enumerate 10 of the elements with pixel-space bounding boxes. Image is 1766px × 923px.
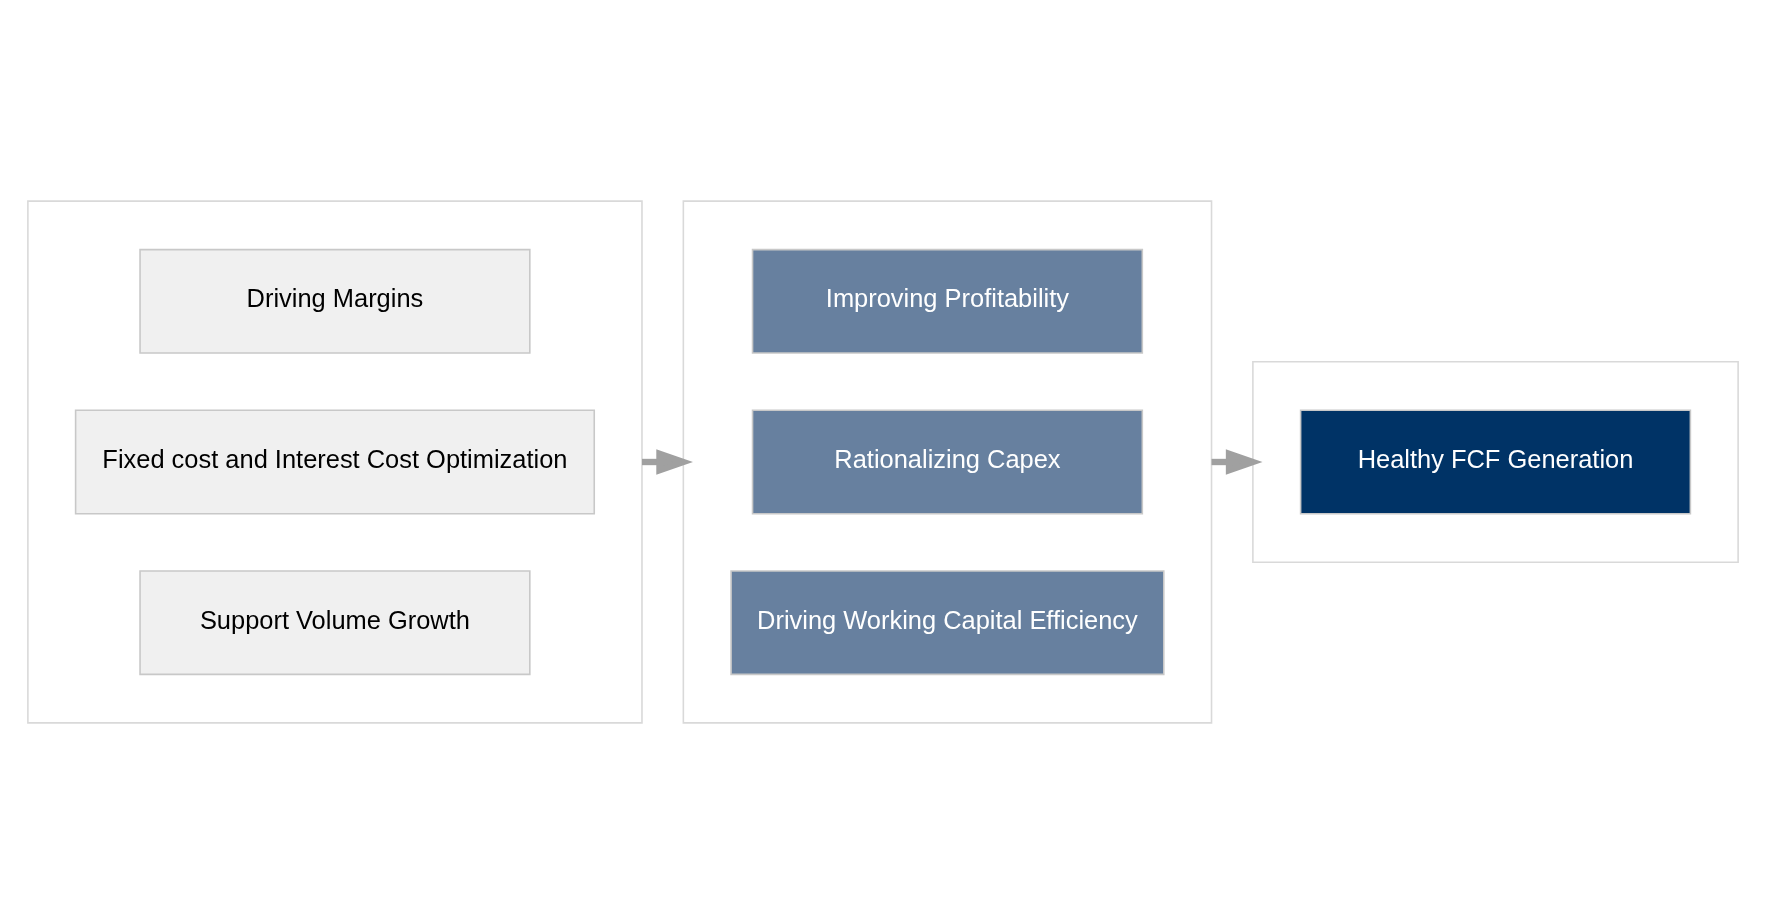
node-box: Driving Margins (139, 248, 531, 354)
node-box: Driving Working Capital Efficiency (730, 569, 1165, 675)
cluster (1252, 360, 1739, 563)
cluster (27, 199, 643, 724)
node-box: Support Volume Growth (139, 569, 531, 675)
node-box: Fixed cost and Interest Cost Optimization (74, 409, 596, 514)
node-box: Rationalizing Capex (751, 409, 1144, 514)
node-box: Improving Profitability (751, 248, 1144, 354)
node-box: Healthy FCF Generation (1299, 409, 1692, 514)
cluster (682, 199, 1213, 724)
